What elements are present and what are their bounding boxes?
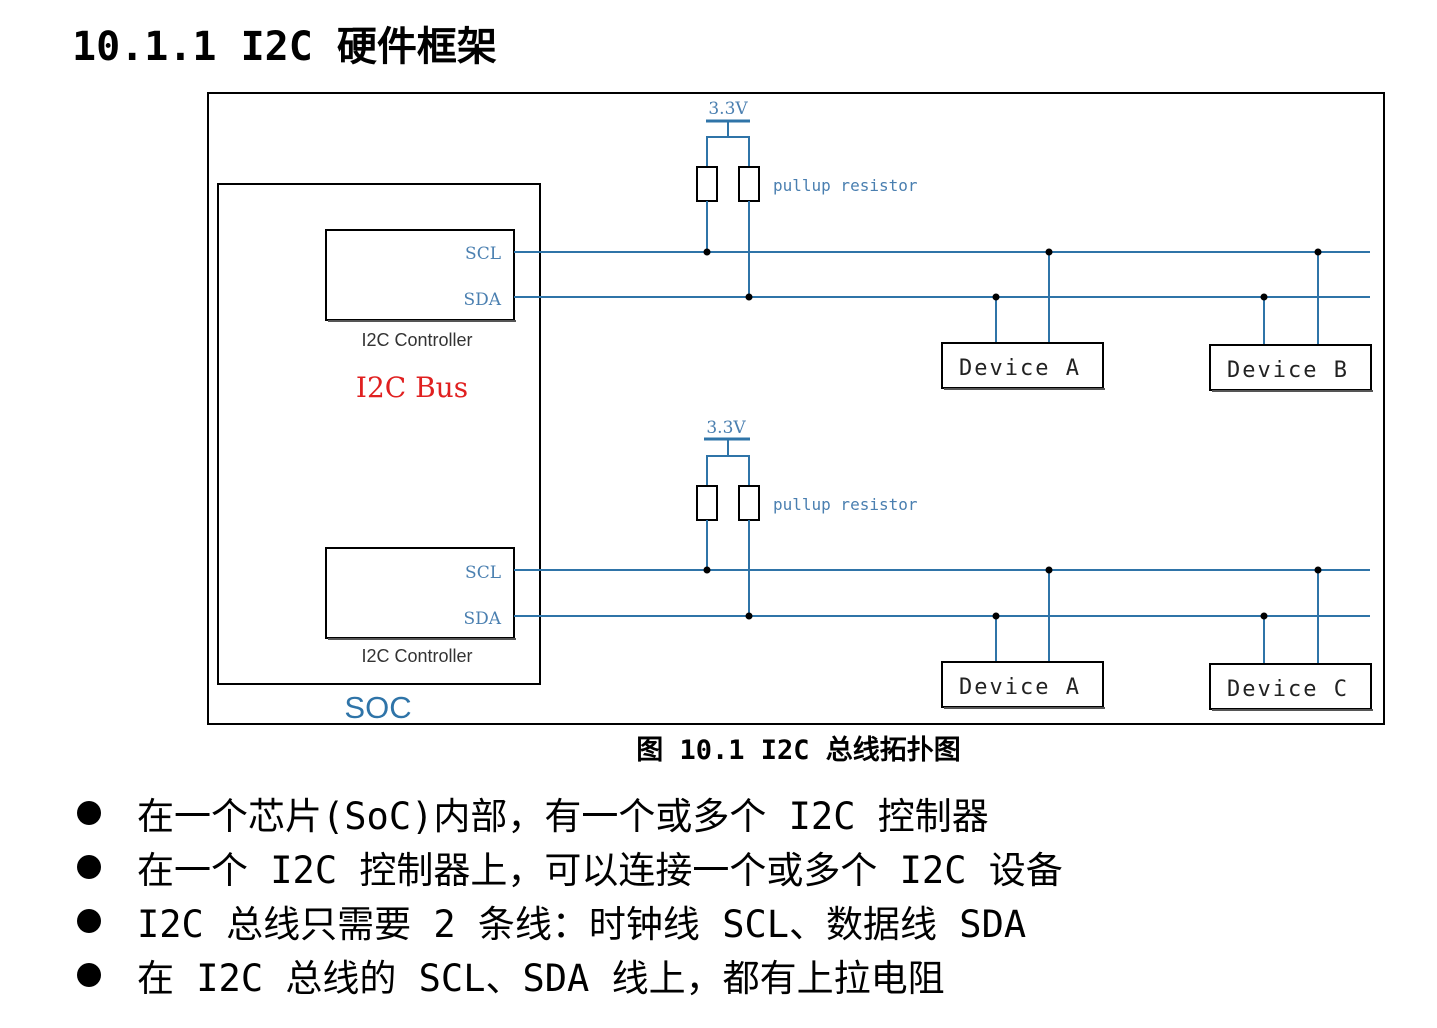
list-item-text: 在 I2C 总线的 SCL、SDA 线上，都有上拉电阻	[137, 957, 945, 1000]
list-item-text: I2C 总线只需要 2 条线：时钟线 SCL、数据线 SDA	[137, 903, 1027, 946]
device-box	[1209, 663, 1372, 710]
bullet-icon	[77, 855, 101, 879]
device-box	[941, 661, 1104, 708]
controller-pin-sda: SDA	[463, 290, 501, 310]
resistor-label: pullup resistor	[773, 176, 918, 195]
pullup-resistor-scl	[696, 485, 718, 521]
list-item: 在一个 I2C 控制器上，可以连接一个或多个 I2C 设备	[70, 840, 1063, 894]
device-label: Device C	[1227, 677, 1349, 702]
bus-2: SCL SDA I2C Controller 3.3V pullup resis…	[325, 418, 1373, 711]
device-label: Device A	[959, 675, 1081, 700]
bullet-list: 在一个芯片(SoC)内部，有一个或多个 I2C 控制器 在一个 I2C 控制器上…	[70, 786, 1063, 1002]
resistor-label: pullup resistor	[773, 495, 918, 514]
device-box	[941, 342, 1104, 389]
figure-frame	[207, 92, 1385, 725]
bus-1: SCL SDA I2C Controller 3.3V pullup resis…	[325, 99, 1373, 392]
list-item-text: 在一个芯片(SoC)内部，有一个或多个 I2C 控制器	[137, 795, 989, 838]
controller-label: I2C Controller	[361, 646, 472, 666]
list-item: 在 I2C 总线的 SCL、SDA 线上，都有上拉电阻	[70, 948, 1063, 1002]
pullup-resistor-sda	[738, 166, 760, 202]
list-item: I2C 总线只需要 2 条线：时钟线 SCL、数据线 SDA	[70, 894, 1063, 948]
controller-pin-sda: SDA	[463, 609, 501, 629]
soc-box	[217, 183, 541, 685]
voltage-label: 3.3V	[706, 418, 746, 438]
bullet-icon	[77, 801, 101, 825]
pullup-resistor-scl	[696, 166, 718, 202]
figure-caption: 图 10.1 I2C 总线拓扑图	[636, 735, 961, 766]
list-item: 在一个芯片(SoC)内部，有一个或多个 I2C 控制器	[70, 786, 1063, 840]
bullet-icon	[77, 909, 101, 933]
bus-label: I2C Bus	[356, 371, 468, 404]
section-title: 10.1.1 I2C 硬件框架	[72, 24, 497, 70]
soc-label: SOC	[344, 690, 411, 725]
device-label: Device B	[1227, 358, 1349, 383]
list-item-text: 在一个 I2C 控制器上，可以连接一个或多个 I2C 设备	[137, 849, 1063, 892]
device-label: Device A	[959, 356, 1081, 381]
controller-label: I2C Controller	[361, 330, 472, 350]
pullup-resistor-sda	[738, 485, 760, 521]
voltage-label: 3.3V	[708, 99, 748, 119]
controller-pin-scl: SCL	[465, 563, 501, 583]
device-box	[1209, 344, 1372, 391]
controller-pin-scl: SCL	[465, 244, 501, 264]
bullet-icon	[77, 963, 101, 987]
